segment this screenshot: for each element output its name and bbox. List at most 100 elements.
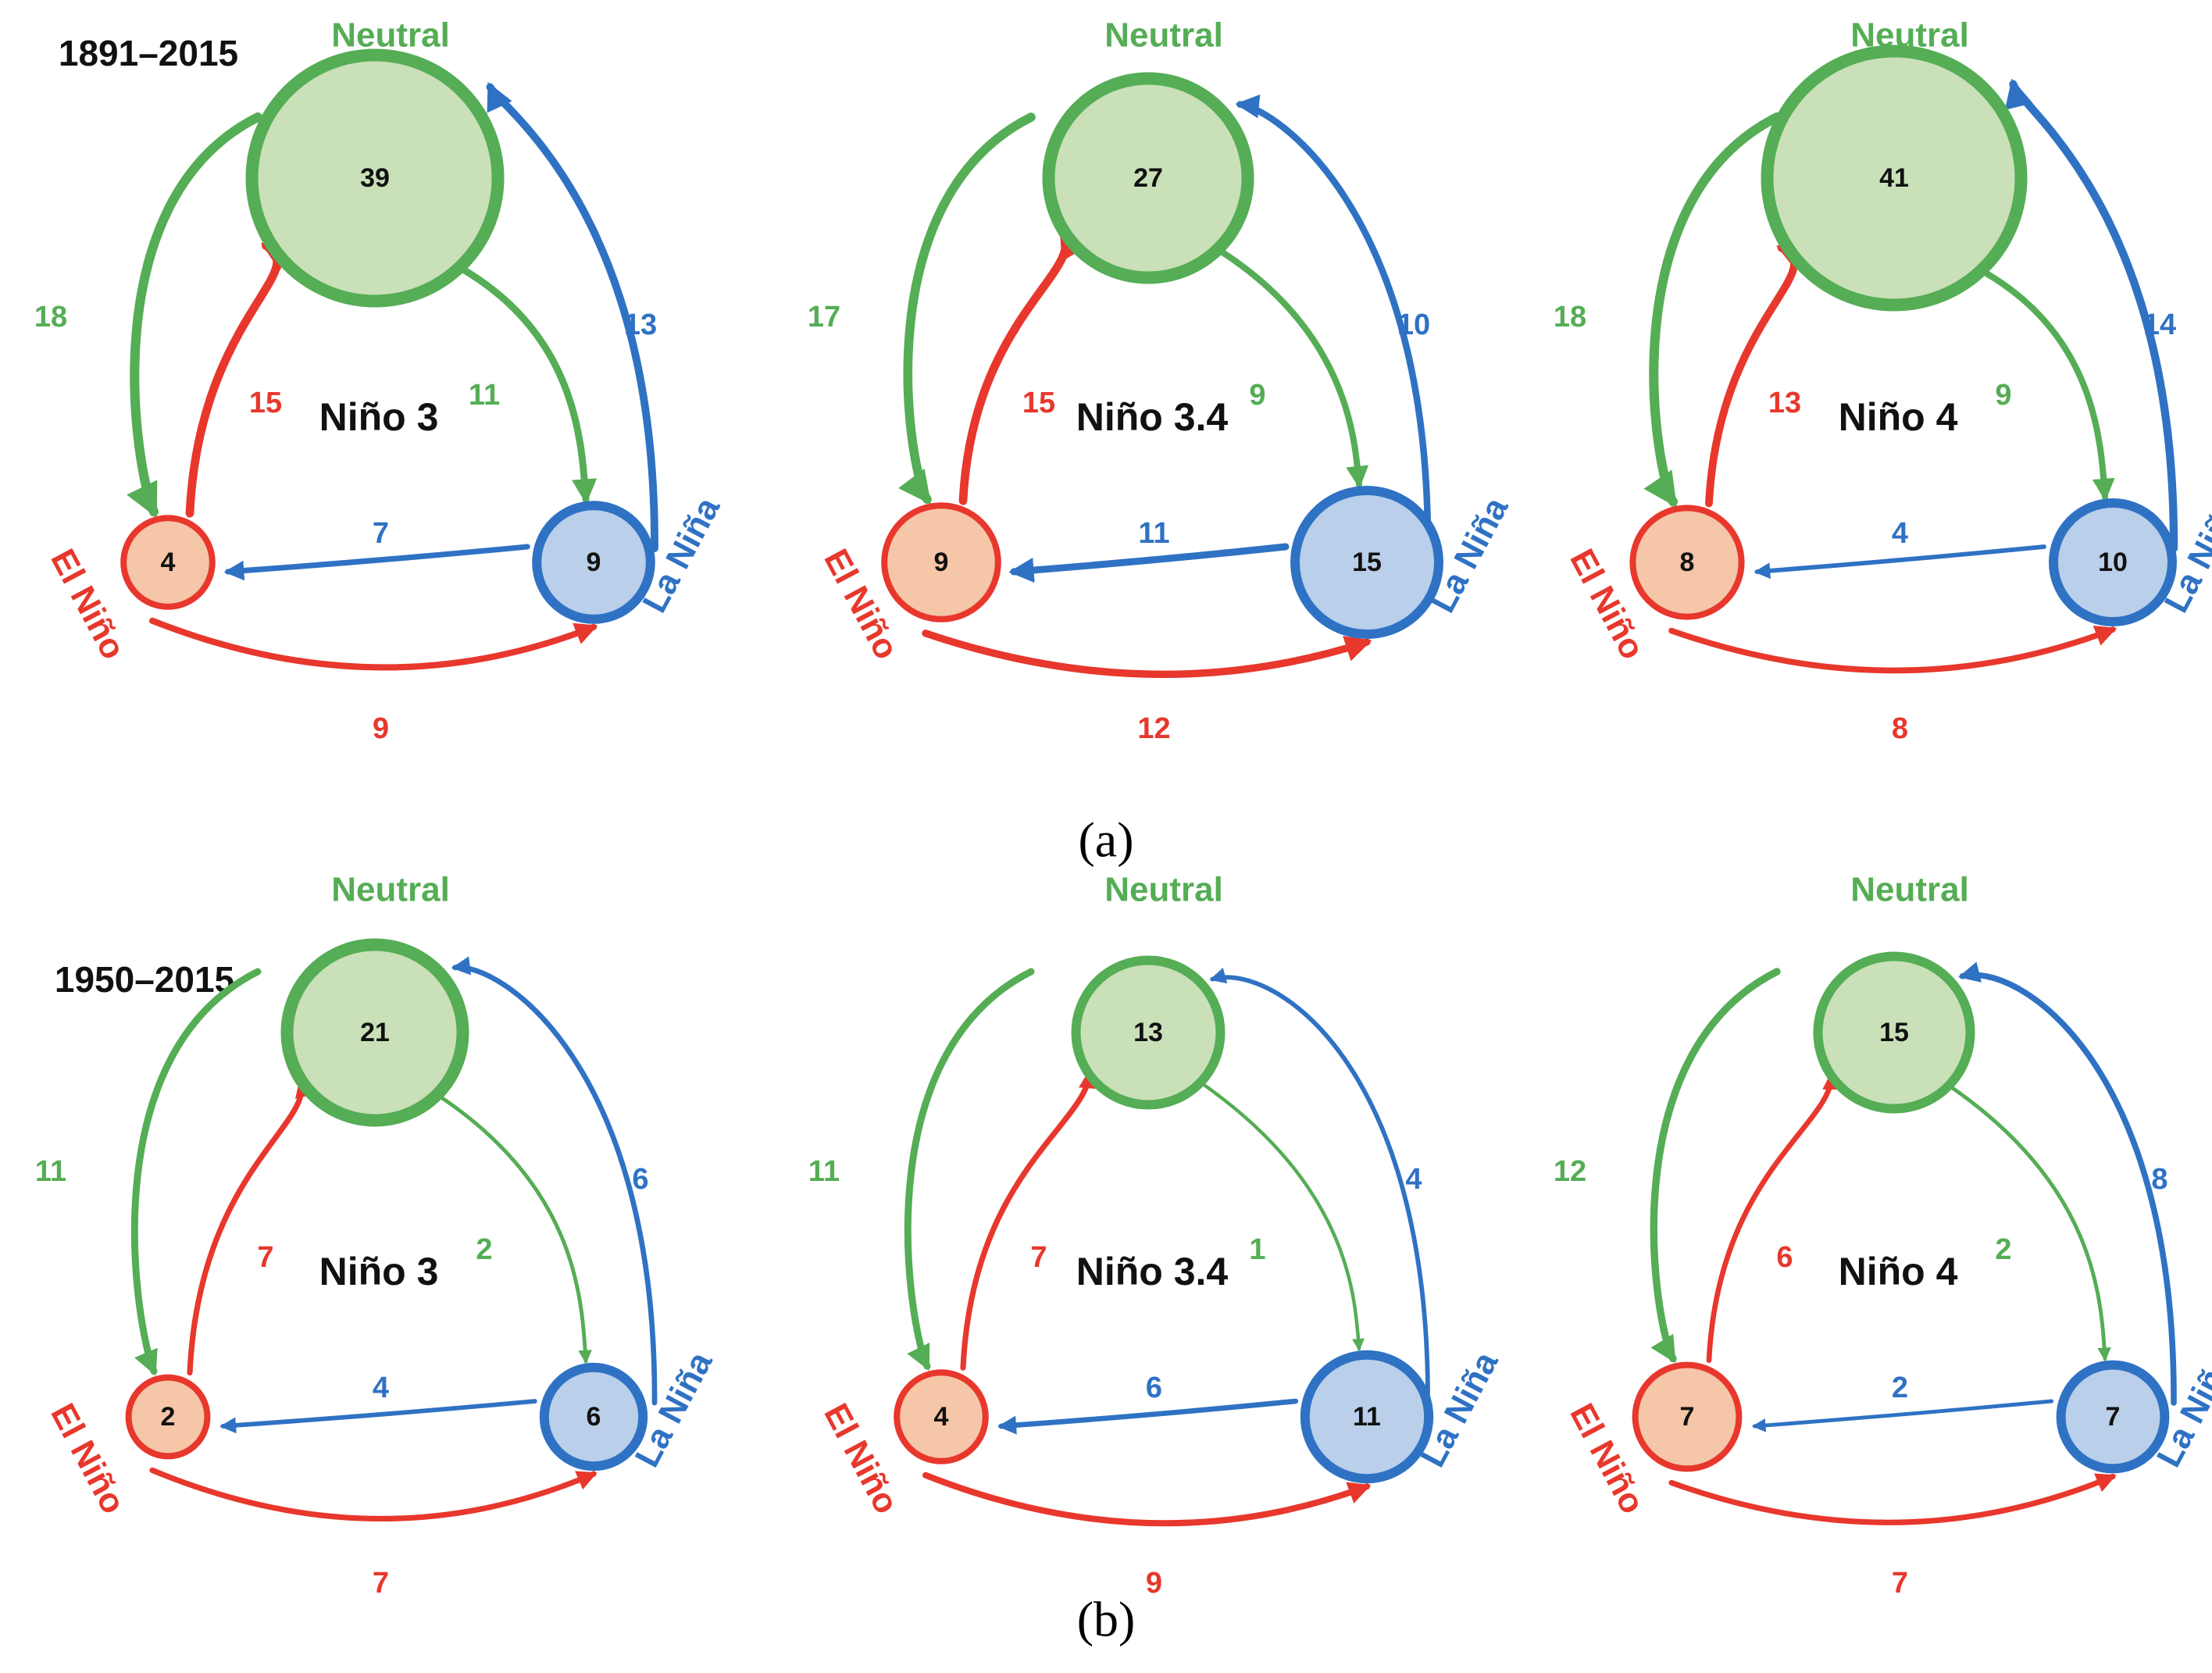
- arrow-label-neutral-to-lanina: 9: [1995, 379, 2011, 412]
- index-label: Niño 3.4: [1076, 395, 1229, 439]
- arrow-label-lanina-to-elnino: 2: [1892, 1372, 1908, 1404]
- elnino-node: [125, 1374, 211, 1460]
- neutral-label: Neutral: [1850, 16, 1969, 55]
- neutral-count: 39: [360, 163, 390, 193]
- arrow-label-lanina-to-neutral: 8: [2151, 1163, 2167, 1196]
- arrow-neutral-to-lanina: [1215, 246, 1369, 489]
- arrow-elnino-to-lanina: [1668, 626, 2117, 674]
- lanina-count: 9: [587, 548, 601, 577]
- neutral-node: [1042, 72, 1254, 284]
- arrow-lanina-to-elnino: [219, 1399, 537, 1434]
- arrow-label-elnino-to-lanina: 7: [373, 1567, 389, 1600]
- arrow-label-neutral-to-lanina: 2: [1995, 1233, 2011, 1266]
- neutral-count: 21: [360, 1018, 390, 1047]
- lanina-node: [2049, 498, 2177, 626]
- arrow-label-neutral-to-elnino: 17: [808, 301, 840, 334]
- arrow-elnino-to-neutral: [187, 1076, 315, 1376]
- arrow-lanina-to-elnino: [1008, 543, 1290, 583]
- elnino-count: 9: [934, 548, 949, 577]
- neutral-label: Neutral: [1850, 871, 1969, 909]
- arrow-lanina-to-neutral: [451, 956, 658, 1406]
- arrow-label-elnino-to-lanina: 9: [1146, 1567, 1162, 1600]
- arrow-label-neutral-to-lanina: 9: [1249, 379, 1265, 412]
- arrow-neutral-to-lanina: [437, 1093, 592, 1364]
- elnino-node: [120, 515, 216, 610]
- neutral-label: Neutral: [1104, 16, 1223, 55]
- panel-caption: (a): [1078, 812, 1133, 868]
- arrow-label-elnino-to-lanina: 7: [1892, 1567, 1908, 1600]
- arrow-label-elnino-to-neutral: 7: [1030, 1241, 1047, 1274]
- arrow-label-neutral-to-lanina: 11: [469, 379, 500, 412]
- arrow-neutral-to-lanina: [1950, 1085, 2111, 1362]
- arrow-neutral-to-elnino: [904, 968, 1035, 1371]
- elnino-label: El Niño: [43, 543, 132, 665]
- arrow-elnino-to-neutral: [1706, 1070, 1842, 1363]
- arrow-elnino-to-neutral: [960, 1068, 1099, 1371]
- neutral-node: [1813, 951, 1975, 1114]
- arrow-neutral-to-lanina: [1976, 266, 2115, 501]
- lanina-node: [1290, 486, 1443, 639]
- arrow-label-elnino-to-neutral: 15: [249, 387, 282, 419]
- arrow-label-elnino-to-neutral: 6: [1776, 1241, 1793, 1274]
- transition-diagram-1-0: [125, 938, 658, 1521]
- arrow-lanina-to-neutral: [2004, 78, 2178, 553]
- elnino-node: [881, 502, 1001, 622]
- neutral-node: [1071, 955, 1226, 1110]
- arrow-lanina-to-elnino: [1754, 544, 2046, 580]
- transition-diagram-0-1: [881, 72, 1443, 679]
- transition-diagram-1-1: [894, 955, 1434, 1527]
- neutral-label: Neutral: [331, 871, 450, 909]
- arrow-elnino-to-lanina: [149, 1467, 598, 1521]
- lanina-count: 7: [2106, 1402, 2121, 1432]
- arrow-lanina-to-elnino: [223, 544, 530, 581]
- elnino-node: [1632, 1361, 1743, 1472]
- arrow-label-lanina-to-elnino: 7: [373, 517, 389, 550]
- panel-caption: (b): [1077, 1592, 1136, 1647]
- neutral-count: 41: [1879, 163, 1909, 193]
- arrow-elnino-to-neutral: [185, 241, 294, 518]
- neutral-count: 13: [1133, 1018, 1163, 1047]
- arrow-elnino-to-lanina: [148, 617, 598, 671]
- arrow-label-neutral-to-elnino: 11: [35, 1155, 66, 1188]
- lanina-count: 11: [1353, 1402, 1381, 1432]
- index-label: Niño 4: [1839, 1250, 1958, 1293]
- neutral-count: 15: [1879, 1018, 1909, 1047]
- index-label: Niño 3.4: [1076, 1250, 1229, 1293]
- arrow-lanina-to-elnino: [997, 1398, 1299, 1435]
- neutral-node: [245, 48, 505, 308]
- arrow-label-elnino-to-neutral: 13: [1768, 387, 1801, 419]
- lanina-count: 15: [1352, 548, 1382, 577]
- arrow-label-elnino-to-lanina: 9: [373, 712, 389, 745]
- arrow-label-elnino-to-neutral: 7: [257, 1241, 273, 1274]
- arrow-label-lanina-to-elnino: 6: [1146, 1372, 1162, 1404]
- index-label: Niño 4: [1839, 395, 1958, 439]
- neutral-node: [280, 938, 469, 1127]
- elnino-count: 7: [1680, 1402, 1695, 1432]
- arrow-label-lanina-to-elnino: 4: [373, 1372, 389, 1404]
- arrow-lanina-to-neutral: [1209, 968, 1430, 1405]
- arrow-label-lanina-to-neutral: 6: [632, 1163, 648, 1196]
- arrow-lanina-to-neutral: [1235, 94, 1432, 552]
- lanina-node: [532, 501, 655, 624]
- lanina-node: [539, 1362, 648, 1471]
- arrow-label-elnino-to-neutral: 15: [1022, 387, 1055, 419]
- arrow-elnino-to-neutral: [958, 227, 1088, 505]
- arrow-elnino-to-lanina: [1668, 1473, 2117, 1525]
- arrow-neutral-to-lanina: [1201, 1083, 1365, 1351]
- arrow-label-neutral-to-elnino: 18: [1554, 301, 1586, 334]
- elnino-label: El Niño: [43, 1397, 132, 1520]
- neutral-count: 27: [1133, 163, 1163, 193]
- index-label: Niño 3: [319, 1250, 439, 1293]
- transition-diagram-0-2: [1629, 45, 2178, 674]
- arrow-neutral-to-lanina: [455, 262, 598, 505]
- arrow-label-lanina-to-neutral: 14: [2143, 309, 2176, 341]
- arrow-elnino-to-lanina: [922, 630, 1372, 679]
- arrow-neutral-to-elnino: [130, 968, 262, 1376]
- arrow-elnino-to-lanina: [922, 1471, 1372, 1527]
- arrow-lanina-to-elnino: [1751, 1399, 2054, 1432]
- arrow-label-neutral-to-elnino: 18: [34, 301, 67, 334]
- transition-diagram-1-2: [1632, 951, 2177, 1525]
- arrow-label-lanina-to-elnino: 11: [1138, 517, 1169, 550]
- neutral-node: [1761, 45, 2028, 312]
